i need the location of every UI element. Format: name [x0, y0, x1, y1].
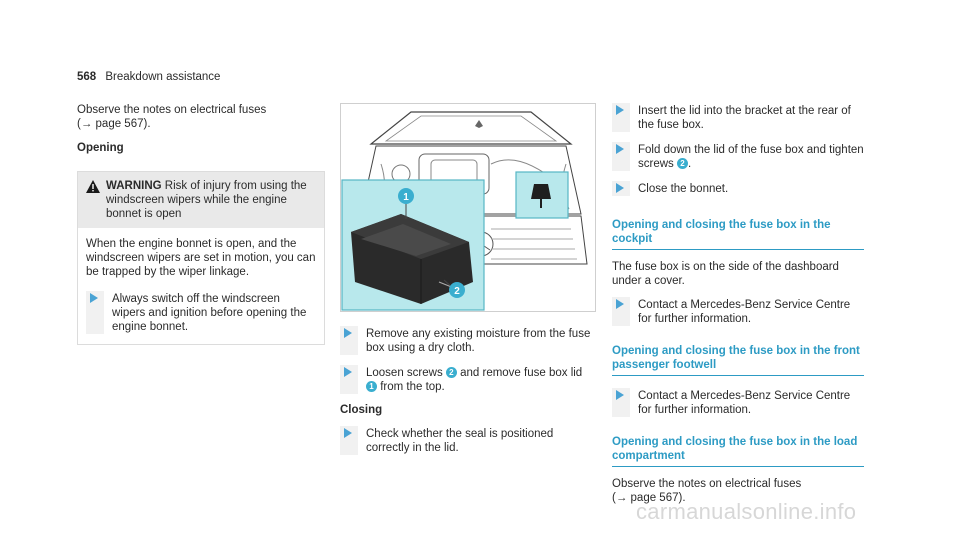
callout-badge-1: 1	[366, 381, 377, 392]
step-arrow-icon	[344, 367, 352, 377]
section-body-load: Observe the notes on electrical fuses	[612, 478, 802, 490]
section-heading-footwell: Opening and closing the fuse box in the …	[612, 344, 864, 376]
step-check-seal: Check whether the seal is positioned cor…	[340, 426, 594, 455]
callout-badge-2: 2	[445, 367, 457, 378]
step-loosen-screws: Loosen screws 2 and remove fuse box lid …	[340, 365, 594, 394]
callout-1: 1	[403, 192, 409, 203]
warning-text: Risk of injury from using the windscreen…	[106, 180, 307, 220]
step-text: Loosen screws 2 and remove fuse box lid …	[358, 365, 594, 394]
intro-text: Observe the notes on electrical fuses	[77, 104, 267, 116]
step-text: Contact a Mercedes-Benz Service Centre f…	[638, 299, 851, 325]
warning-title: WARNING	[106, 180, 162, 192]
subhead-closing: Closing	[340, 404, 383, 416]
step-arrow-icon	[616, 144, 624, 154]
column-2: 1 2 Remove any existing moisture from th…	[340, 103, 596, 455]
warning-step: Always switch off the windscreen wipers …	[86, 291, 316, 334]
section-body-cockpit: The fuse box is on the side of the dashb…	[612, 261, 839, 287]
section-heading-load-compartment: Opening and closing the fuse box in the …	[612, 435, 864, 467]
step-arrow-icon	[344, 328, 352, 338]
column-3: Insert the lid into the bracket at the r…	[612, 103, 864, 505]
step-arrow-icon	[616, 183, 624, 193]
subhead-opening: Opening	[77, 142, 124, 154]
page-number: 568	[77, 71, 97, 83]
step-arrow-icon	[90, 293, 98, 303]
step-fold-lid: Fold down the lid of the fuse box and ti…	[612, 142, 864, 171]
warning-box: WARNING Risk of injury from using the wi…	[77, 171, 325, 345]
callout-badge-2: 2	[676, 158, 688, 169]
step-contact-footwell: Contact a Mercedes-Benz Service Centre f…	[612, 388, 864, 417]
intro-ref: (→ page 567).	[77, 118, 151, 130]
step-arrow-icon	[616, 105, 624, 115]
section-title: Breakdown assistance	[105, 71, 221, 83]
step-text-part: .	[687, 158, 692, 170]
watermark: carmanualsonline.info	[636, 499, 857, 524]
step-arrow-icon	[616, 390, 624, 400]
step-text: Check whether the seal is positioned cor…	[366, 428, 554, 454]
step-text: Close the bonnet.	[638, 183, 729, 195]
step-insert-lid: Insert the lid into the bracket at the r…	[612, 103, 864, 132]
section-body-load-ref: (→ page 567).	[612, 492, 686, 504]
step-text-part: Fold down the lid of the fuse box and ti…	[638, 144, 864, 170]
step-text-part: and remove fuse box lid	[456, 367, 583, 379]
step-remove-moisture: Remove any existing moisture from the fu…	[340, 326, 594, 355]
warning-triangle-icon	[86, 179, 106, 221]
step-text: Remove any existing moisture from the fu…	[366, 328, 591, 354]
step-text: Fold down the lid of the fuse box and ti…	[630, 142, 864, 171]
step-close-bonnet: Close the bonnet.	[612, 181, 864, 196]
step-text-part: Loosen screws	[366, 367, 446, 379]
step-text-part: from the top.	[377, 381, 445, 393]
warning-body-text: When the engine bonnet is open, and the …	[86, 238, 316, 278]
callout-2: 2	[454, 286, 460, 297]
page-header: 568 Breakdown assistance	[77, 70, 220, 84]
step-contact-cockpit: Contact a Mercedes-Benz Service Centre f…	[612, 297, 864, 326]
warning-body: When the engine bonnet is open, and the …	[78, 228, 324, 344]
step-arrow-icon	[616, 299, 624, 309]
section-heading-cockpit: Opening and closing the fuse box in the …	[612, 218, 864, 250]
step-arrow-icon	[344, 428, 352, 438]
step-text: Contact a Mercedes-Benz Service Centre f…	[638, 390, 851, 416]
warning-step-text: Always switch off the windscreen wipers …	[112, 293, 307, 333]
warning-header: WARNING Risk of injury from using the wi…	[78, 172, 324, 228]
step-text: Insert the lid into the bracket at the r…	[638, 105, 851, 131]
fuse-box-illustration: 1 2	[340, 103, 596, 312]
column-1: Observe the notes on electrical fuses (→…	[77, 103, 325, 345]
